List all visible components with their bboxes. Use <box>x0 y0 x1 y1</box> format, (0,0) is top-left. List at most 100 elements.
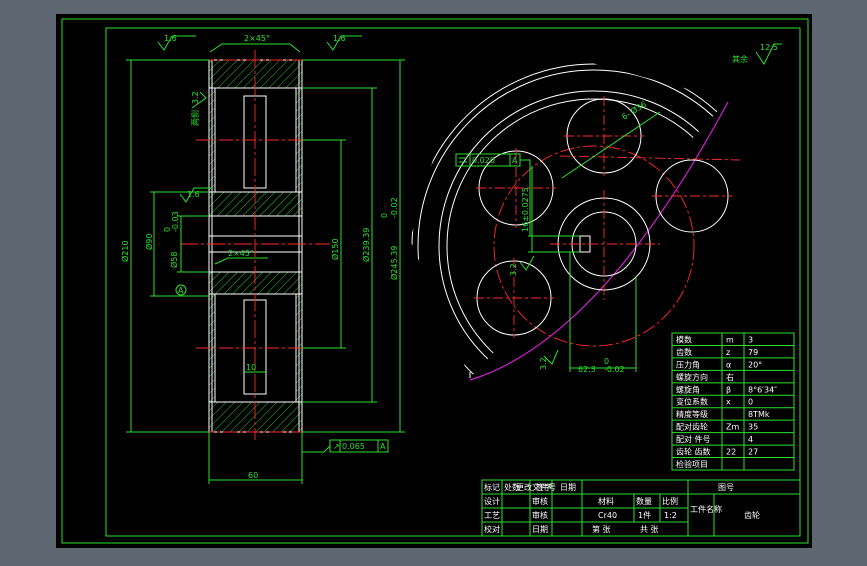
param-cell-sym: 右 <box>726 372 734 382</box>
param-cell-value: 4 <box>748 435 753 444</box>
dim-hub: Ø150 <box>330 238 340 260</box>
tb-total: 共 张 <box>640 525 659 534</box>
roughness-symbol-hub <box>179 187 212 203</box>
param-cell-value: 0 <box>748 398 753 407</box>
svg-text:↗: ↗ <box>333 442 340 451</box>
drawing-sheet <box>56 14 812 548</box>
dim-tip-tol-top: 0 <box>380 213 389 218</box>
flatness-value: 0.020 <box>472 156 495 165</box>
param-cell-sym: β <box>726 385 731 394</box>
tb-process: 工艺 <box>484 511 500 520</box>
tb-qty: 1件 <box>638 510 651 520</box>
outer-border <box>61 18 809 544</box>
roughness-symbol-key <box>519 255 535 271</box>
keyway-depth-tol-top: 0 <box>604 357 609 366</box>
param-cell-label: 螺旋方向 <box>676 372 708 382</box>
dim-tip: Ø245.39 <box>389 246 399 280</box>
tb-scale: 1:2 <box>664 511 677 520</box>
datum-marker <box>175 284 187 296</box>
param-cell-label: 齿数 <box>676 347 692 357</box>
param-cell-value: 79 <box>748 348 758 357</box>
roughness-web-value: 3.2 <box>191 91 200 104</box>
tb-review-1: 审核 <box>532 496 548 506</box>
param-cell-value: 27 <box>748 448 758 457</box>
roughness-symbol-bottom <box>543 349 559 365</box>
keyway-width: 16±0.0275 <box>521 187 530 232</box>
tb-material-head: 材料 <box>598 496 614 506</box>
param-cell-label: 压力角 <box>676 359 700 369</box>
param-cell-sym: m <box>726 335 734 344</box>
general-roughness-label: 其余 <box>732 54 748 64</box>
section-view[interactable]: 2×45° 2×45° 1.6 1.6 1.6 3.2 两侧 Ø210 Ø90 … <box>120 34 405 484</box>
hole-leader <box>561 111 661 179</box>
roughness-hub-value: 1.6 <box>187 190 200 199</box>
param-cell-label: 模数 <box>676 334 692 344</box>
param-cell-sym: α <box>726 360 731 369</box>
dim-bore-tol-bottom: -0.03 <box>171 211 180 232</box>
param-cell-sym: x <box>726 398 731 407</box>
front-view[interactable]: 6- Ø36 0.020 A 16±0.0275 62.3 0 -0.02 3.… <box>411 63 776 428</box>
param-cell-sym: 22 <box>726 448 736 457</box>
dim-web: 10 <box>246 363 256 372</box>
param-cell-label: 精度等级 <box>676 409 708 419</box>
chamfer-top-label: 2×45° <box>244 34 270 43</box>
runout-frame <box>329 439 389 453</box>
param-cell-value: 8°6′34″ <box>748 385 777 394</box>
dim-bore: Ø58 <box>169 252 179 268</box>
tb-part-name-label: 工件名称 <box>690 504 722 514</box>
param-cell-label: 检验项目 <box>676 459 708 469</box>
general-roughness-value: 12.5 <box>760 43 778 52</box>
param-cell-label: 变位系数 <box>676 397 708 407</box>
tb-design: 设计 <box>484 496 500 506</box>
roughness-symbol-right <box>326 35 362 51</box>
tb-change-doc: 更改文件号 <box>516 482 556 492</box>
web-note: 两侧 <box>190 110 200 126</box>
param-cell-value: 3 <box>748 335 753 344</box>
param-cell-label: 螺旋角 <box>676 384 700 394</box>
tb-sign: 签字 <box>536 482 552 492</box>
param-cell-label: 配对齿轮 <box>676 422 708 432</box>
hole-pitch-circle <box>493 145 695 347</box>
param-cell-sym: Zm <box>726 423 739 432</box>
roughness-right-value: 1.6 <box>333 34 346 43</box>
chamfer-hub-label: 2×45° <box>228 249 254 258</box>
roughness-symbol-left <box>157 35 196 51</box>
datum-label: A <box>178 286 184 295</box>
dim-outer: Ø210 <box>120 240 130 262</box>
param-cell-label: 配对 件号 <box>676 434 711 444</box>
general-roughness: 12.5 其余 <box>732 43 782 65</box>
param-cell-value: 20° <box>748 360 762 369</box>
tb-drawing-no: 图号 <box>718 483 734 492</box>
tb-material: Cr40 <box>598 511 617 520</box>
tb-date-2: 日期 <box>532 525 548 534</box>
tb-review-2: 审核 <box>532 510 548 520</box>
runout-value: 0.065 <box>342 442 365 451</box>
tb-date: 日期 <box>560 483 576 492</box>
dim-bore-tol-top: 0 <box>163 227 172 232</box>
dim-width: 60 <box>248 471 258 480</box>
roughness-left-value: 1.6 <box>164 34 177 43</box>
dim-root: Ø239.39 <box>361 228 371 262</box>
roughness-symbol-web <box>191 91 207 109</box>
tb-proof: 校对 <box>484 524 500 534</box>
keyway-depth-tol-bottom: -0.02 <box>604 365 625 374</box>
tb-qty-head: 数量 <box>636 496 652 506</box>
param-cell-label: 齿轮 齿数 <box>676 447 711 457</box>
flatness-datum: A <box>512 156 518 165</box>
tb-count: 处数 <box>504 482 520 492</box>
param-cell-sym: z <box>726 348 730 357</box>
dim-tip-tol-bottom: -0.02 <box>390 197 399 218</box>
dim-hole-circle: Ø90 <box>144 234 154 250</box>
tb-mark: 标记 <box>484 482 500 492</box>
roughness-key-value: 3.2 <box>509 263 518 276</box>
keyway-depth: 62.3 <box>578 365 596 374</box>
param-cell-value: 35 <box>748 423 758 432</box>
tb-part-name: 齿轮 <box>744 510 760 520</box>
tb-sheet: 第 张 <box>592 524 611 534</box>
title-block: 标记 处数 更改文件号 签字 日期 设计 审核 工艺 审核 校对 日期 材料 数… <box>481 479 801 537</box>
inner-border <box>105 27 801 537</box>
param-cell-value: 8TMk <box>748 410 770 419</box>
